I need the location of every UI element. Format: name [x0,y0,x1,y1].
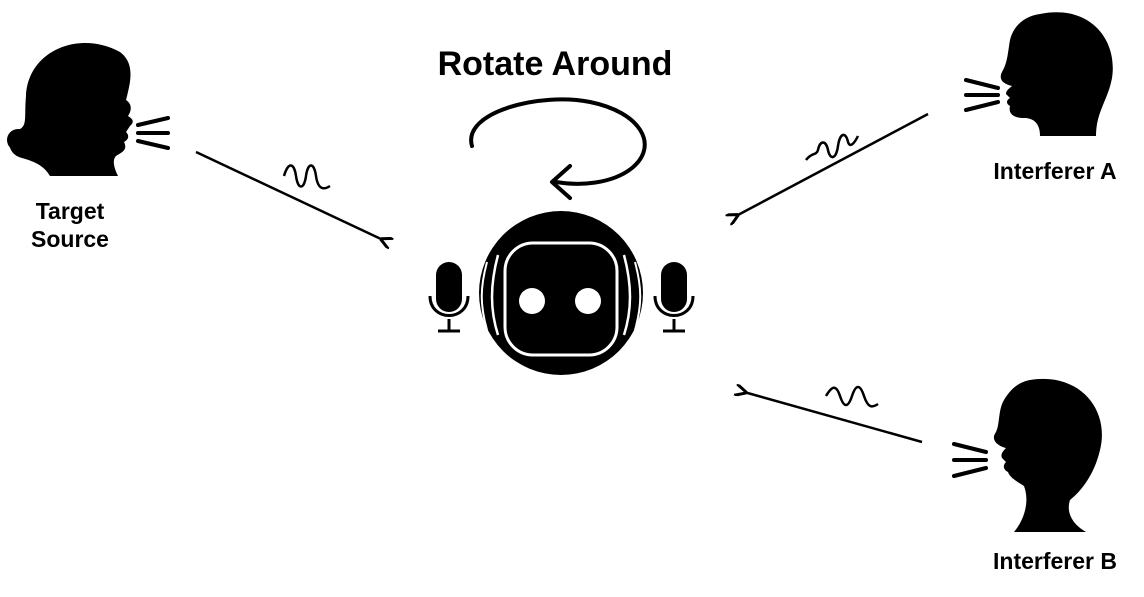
rotate-arrow-icon [469,97,647,200]
interferer-a-head-icon [964,12,1113,137]
diagram-title: Rotate Around [437,45,673,83]
microphone-right-icon [653,262,695,333]
target-source-head-icon [7,43,170,176]
interferer-b-head-icon [952,378,1102,532]
arrow-target-to-robot [195,150,383,240]
soundwave-interferer-b-icon [824,385,879,408]
soundwave-target-icon [282,164,331,190]
robot-icon [479,211,643,375]
arrow-interferer-a-to-robot [736,112,929,216]
soundwave-interferer-a-icon [805,133,860,161]
arrow-interferer-b-to-robot [744,392,923,444]
microphone-left-icon [428,262,470,333]
interferer-b-label: Interferer B [993,548,1117,574]
target-source-label: Target Source [31,198,109,252]
interferer-a-label: Interferer A [993,158,1117,184]
